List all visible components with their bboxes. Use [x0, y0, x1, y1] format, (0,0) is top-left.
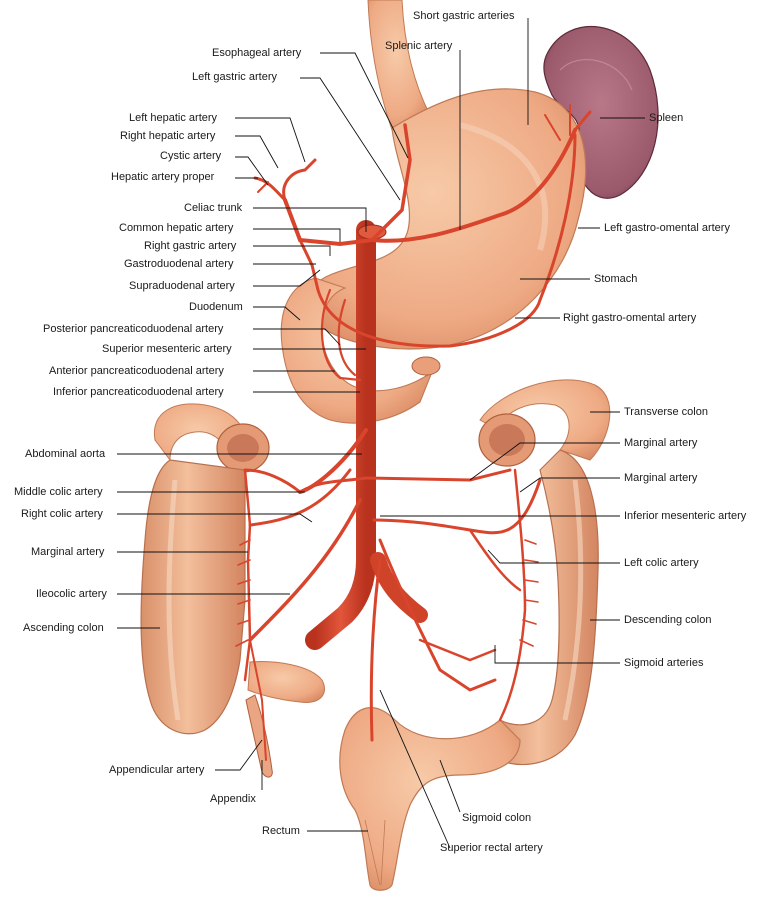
- duodenum-organ: [280, 277, 441, 424]
- label-right-gastro-omental-artery: Right gastro-omental artery: [563, 312, 697, 324]
- label-common-hepatic-artery: Common hepatic artery: [119, 222, 234, 234]
- label-ascending-colon: Ascending colon: [23, 622, 104, 634]
- label-splenic-artery: Splenic artery: [385, 40, 453, 52]
- label-superior-mesenteric-artery: Superior mesenteric artery: [102, 343, 232, 355]
- label-marginal-artery-left: Marginal artery: [31, 546, 105, 558]
- label-left-gastric-artery: Left gastric artery: [192, 71, 277, 83]
- label-descending-colon: Descending colon: [624, 614, 712, 626]
- label-inferior-pancreaticoduodenal-artery: Inferior pancreaticoduodenal artery: [53, 386, 224, 398]
- label-abdominal-aorta: Abdominal aorta: [25, 448, 106, 460]
- label-celiac-trunk: Celiac trunk: [184, 202, 243, 214]
- label-marginal-artery-1: Marginal artery: [624, 437, 698, 449]
- label-ileocolic-artery: Ileocolic artery: [36, 588, 107, 600]
- label-appendicular-artery: Appendicular artery: [109, 764, 205, 776]
- label-sigmoid-arteries: Sigmoid arteries: [624, 657, 704, 669]
- label-cystic-artery: Cystic artery: [160, 150, 222, 162]
- label-esophageal-artery: Esophageal artery: [212, 47, 302, 59]
- label-right-hepatic-artery: Right hepatic artery: [120, 130, 216, 142]
- transverse-colon-ends: [153, 379, 611, 473]
- label-anterior-pancreaticoduodenal-artery: Anterior pancreaticoduodenal artery: [49, 365, 224, 377]
- descending-colon-organ: [489, 449, 599, 766]
- label-left-gastro-omental-artery: Left gastro-omental artery: [604, 222, 730, 234]
- ascending-colon-organ: [140, 459, 246, 735]
- label-stomach: Stomach: [594, 273, 638, 285]
- leader-lines: [117, 18, 645, 849]
- label-right-gastric-artery: Right gastric artery: [144, 240, 237, 252]
- label-gastroduodenal-artery: Gastroduodenal artery: [124, 258, 234, 270]
- label-transverse-colon: Transverse colon: [624, 406, 708, 418]
- stomach-organ: [306, 88, 587, 350]
- label-left-hepatic-artery: Left hepatic artery: [129, 112, 218, 124]
- label-sigmoid-colon: Sigmoid colon: [462, 812, 532, 824]
- label-right-colic-artery: Right colic artery: [21, 508, 103, 520]
- label-supraduodenal-artery: Supraduodenal artery: [129, 280, 235, 292]
- label-posterior-pancreaticoduodenal-artery: Posterior pancreaticoduodenal artery: [43, 323, 224, 335]
- label-left-colic-artery: Left colic artery: [624, 557, 699, 569]
- sigmoid-rectum-organ: [339, 707, 521, 891]
- label-spleen: Spleen: [649, 112, 684, 124]
- label-hepatic-artery-proper: Hepatic artery proper: [111, 171, 215, 183]
- label-rectum: Rectum: [262, 825, 300, 837]
- label-duodenum: Duodenum: [189, 301, 243, 313]
- label-inferior-mesenteric-artery: Inferior mesenteric artery: [624, 510, 747, 522]
- label-superior-rectal-artery: Superior rectal artery: [440, 842, 543, 854]
- label-appendix: Appendix: [210, 793, 256, 805]
- spleen-organ: [543, 26, 659, 199]
- label-short-gastric-arteries: Short gastric arteries: [413, 10, 515, 22]
- label-middle-colic-artery: Middle colic artery: [14, 486, 103, 498]
- label-marginal-artery-2: Marginal artery: [624, 472, 698, 484]
